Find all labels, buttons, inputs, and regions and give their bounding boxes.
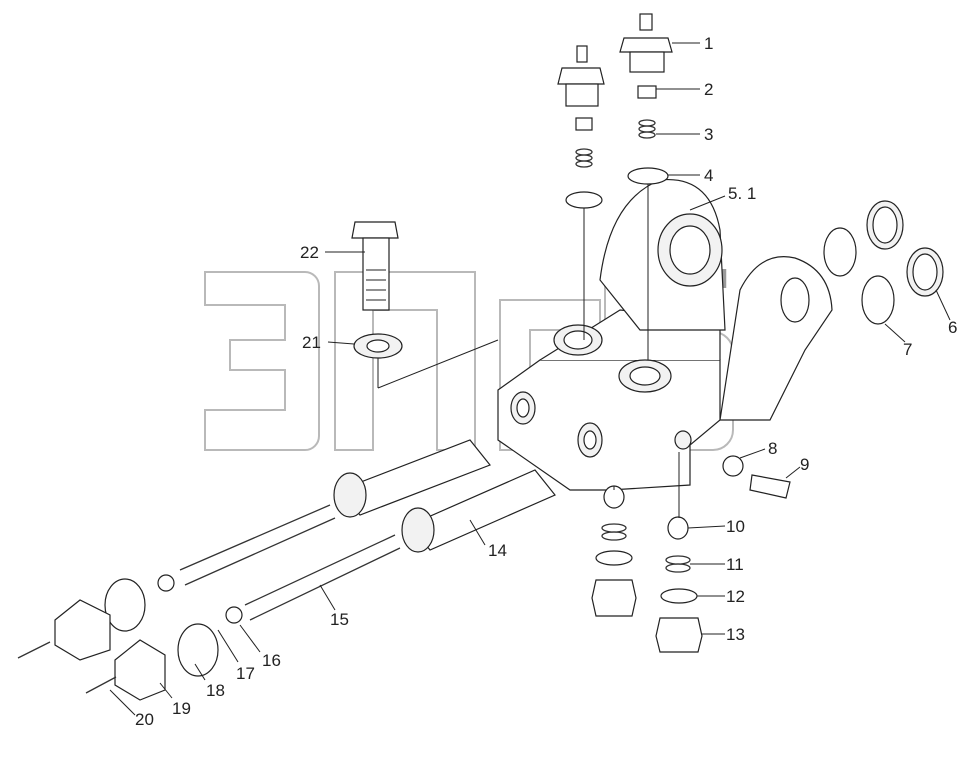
callout-3: 3 [704,125,713,144]
callout-12: 12 [726,587,745,606]
springs [179,504,401,621]
callout-16: 16 [262,651,281,670]
callout-labels: 1 2 3 4 5. 1 6 7 8 9 10 11 12 13 14 15 1… [135,34,957,729]
callout-20: 20 [135,710,154,729]
callout-17: 17 [236,664,255,683]
callout-5-1: 5. 1 [728,184,756,203]
callout-18: 18 [206,681,225,700]
callout-14: 14 [488,541,507,560]
callout-15: 15 [330,610,349,629]
top-fitting-left [557,45,605,209]
top-fitting-right [619,13,673,185]
callout-10: 10 [726,517,745,536]
callout-13: 13 [726,625,745,644]
end-caps [17,574,243,701]
callout-1: 1 [704,34,713,53]
leader-lines [109,42,951,716]
pistons [333,439,556,553]
bolt-and-washer [351,221,403,359]
callout-9: 9 [800,455,809,474]
callout-21: 21 [302,333,321,352]
callout-19: 19 [172,699,191,718]
callout-8: 8 [768,439,777,458]
seal-rings [823,200,944,325]
callout-6: 6 [948,318,957,337]
callout-4: 4 [704,166,713,185]
valve-body [497,179,833,491]
callout-7: 7 [903,340,912,359]
callout-11: 11 [726,555,744,574]
callout-2: 2 [704,80,713,99]
callout-22: 22 [300,243,319,262]
